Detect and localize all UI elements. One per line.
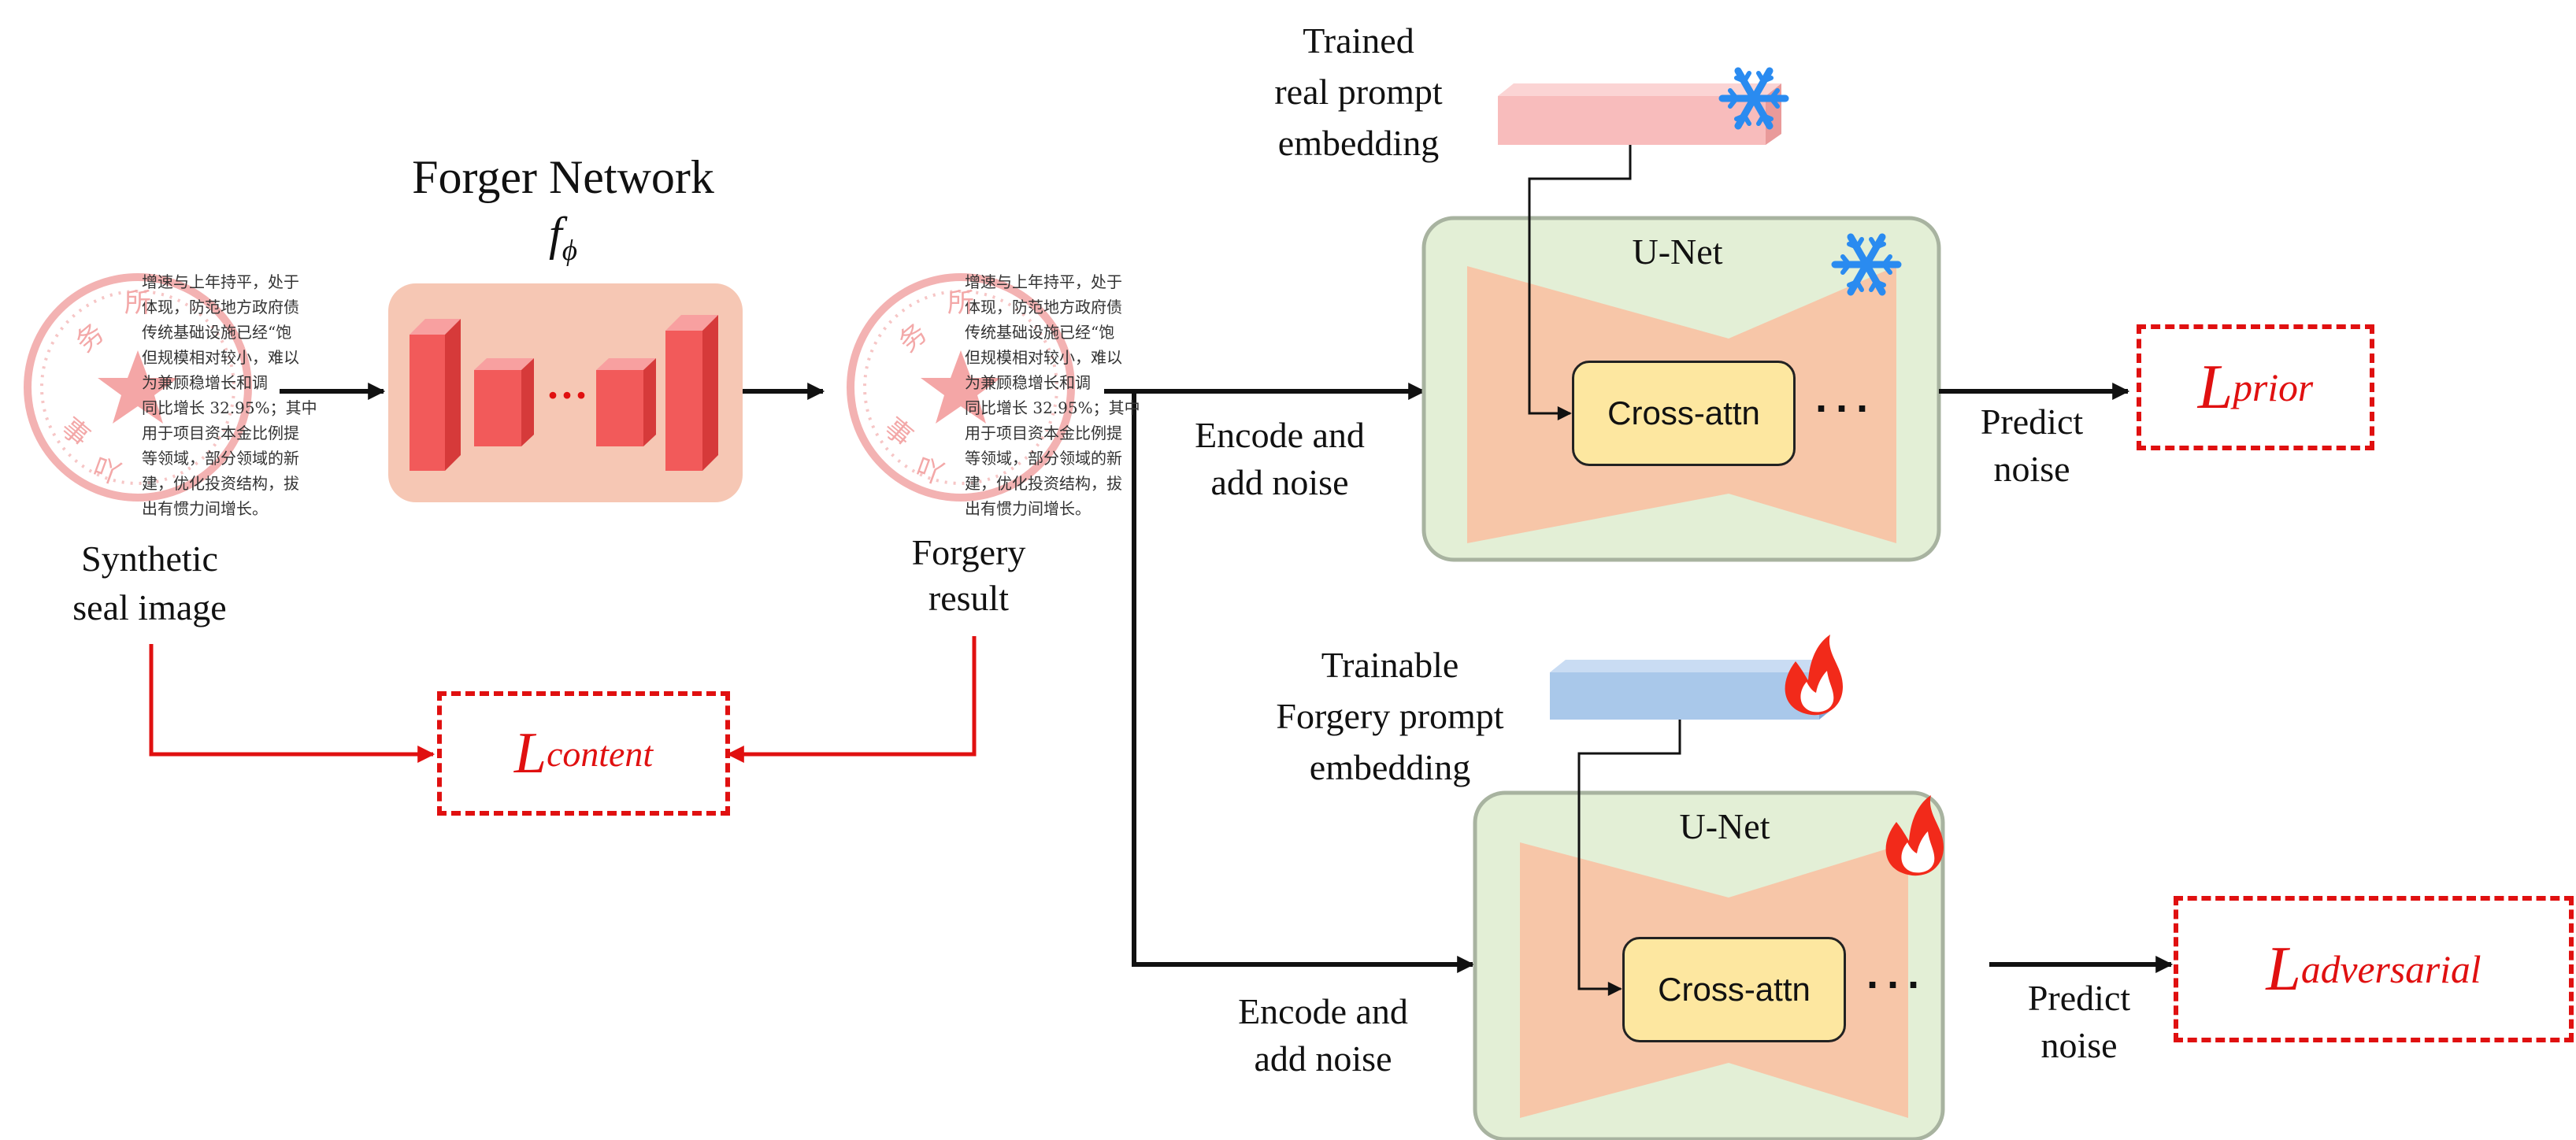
snowflake-icon — [1831, 233, 1902, 296]
bottom-prompt-label-line1: Trainable — [1321, 645, 1459, 685]
document-text-line: 同比增长 32.95%；其中 — [965, 398, 1140, 417]
forger-network-symbol: fϕ — [549, 208, 577, 268]
forgery-result-image — [847, 273, 1075, 502]
real-prompt-embedding-bar — [1498, 83, 1781, 145]
forger-network-symbol-sub: ϕ — [562, 235, 577, 268]
document-text-line: 等领域，部分领域的新 — [142, 449, 299, 468]
bottom-cross-attn-box: Cross-attn — [1622, 937, 1846, 1042]
top-encode-label-line1: Encode and — [1195, 415, 1365, 455]
document-text-line: 增速与上年持平，处于 — [142, 272, 299, 291]
document-text-line: 体现，防范地方政府债 — [965, 298, 1122, 316]
document-text-line: 增速与上年持平，处于 — [965, 272, 1122, 291]
forgery-prompt-embedding-bar — [1550, 660, 1835, 720]
document-text-line: 为兼顾稳增长和调 — [142, 373, 268, 392]
arrow-result-branch — [1104, 389, 1475, 973]
forger-network-box — [388, 283, 743, 502]
top-prompt-label-line3: embedding — [1277, 123, 1440, 163]
bottom-prompt-connector — [1577, 720, 1681, 996]
seal-char: 所 — [124, 289, 151, 318]
top-encode-label-line2: add noise — [1210, 462, 1349, 502]
forgery-caption-line2: result — [928, 578, 1010, 618]
document-text-line: 为兼顾稳增长和调 — [965, 373, 1091, 392]
top-cross-attn-box: Cross-attn — [1572, 361, 1796, 466]
bottom-prompt-label-line2: Forgery prompt — [1276, 696, 1504, 736]
seal-star-icon — [98, 350, 178, 424]
forger-network-title: Forger Network — [412, 151, 714, 203]
document-text-line: 用于项目资本金比例提 — [142, 424, 299, 442]
bottom-unet-label: U-Net — [1679, 806, 1770, 846]
flame-icon — [1785, 635, 1843, 716]
synthetic-caption-line1: Synthetic — [81, 539, 218, 579]
seal-document-input: 增速与上年持平，处于体现，防范地方政府债传统基础设施已经“饱但规模相对较小，难以… — [142, 269, 317, 529]
document-text-line: 体现，防范地方政府债 — [142, 298, 299, 316]
bottom-predict-label-line1: Predict — [2027, 978, 2131, 1018]
bottom-predict-label-line2: noise — [2040, 1025, 2118, 1065]
synthetic-caption-line2: seal image — [72, 587, 227, 627]
document-text-line: 但规模相对较小，难以 — [965, 348, 1122, 367]
top-unet-label: U-Net — [1632, 231, 1723, 272]
forger-network-blocks — [410, 315, 718, 471]
seal-star-icon — [921, 350, 1001, 424]
document-text-line: 传统基础设施已经“饱 — [965, 323, 1115, 342]
top-predict-label-line1: Predict — [1980, 402, 2084, 442]
forger-dots: ··· — [545, 372, 589, 419]
document-text-line: 传统基础设施已经“饱 — [142, 323, 292, 342]
document-text-line: 但规模相对较小，难以 — [142, 348, 299, 367]
document-text-line: 同比增长 32.95%；其中 — [142, 398, 317, 417]
seal-char: 所 — [947, 289, 974, 318]
arrow-content-from-result — [726, 636, 977, 763]
document-text-line: 建，优化投资结构，拔 — [142, 474, 299, 493]
document-text-line: 用于项目资本金比例提 — [965, 424, 1122, 442]
synthetic-seal-image — [24, 273, 252, 502]
document-text-line: 等领域，部分领域的新 — [965, 449, 1122, 468]
document-text-line: 建，优化投资结构，拔 — [965, 474, 1122, 493]
document-text-line: 出有惯力间增长。 — [965, 499, 1091, 518]
bottom-encode-label-line1: Encode and — [1238, 991, 1408, 1031]
top-prompt-label-line1: Trained — [1303, 20, 1414, 61]
seal-document-result: 增速与上年持平，处于体现，防范地方政府债传统基础设施已经“饱但规模相对较小，难以… — [965, 269, 1140, 529]
flame-icon — [1885, 795, 1944, 876]
top-prompt-connector — [1528, 145, 1632, 420]
snowflake-icon — [1718, 67, 1789, 130]
top-predict-label-line2: noise — [1993, 449, 2070, 489]
document-text-line: 出有惯力间增长。 — [142, 499, 268, 518]
bottom-prompt-label-line3: embedding — [1309, 747, 1471, 787]
bottom-unet-dots: ··· — [1866, 961, 1928, 1009]
arrow-content-from-input — [149, 644, 436, 763]
top-prompt-label-line2: real prompt — [1274, 72, 1443, 112]
bottom-encode-label-line2: add noise — [1254, 1038, 1392, 1079]
forgery-caption-line1: Forgery — [911, 532, 1026, 572]
top-unet-dots: ··· — [1815, 385, 1877, 432]
